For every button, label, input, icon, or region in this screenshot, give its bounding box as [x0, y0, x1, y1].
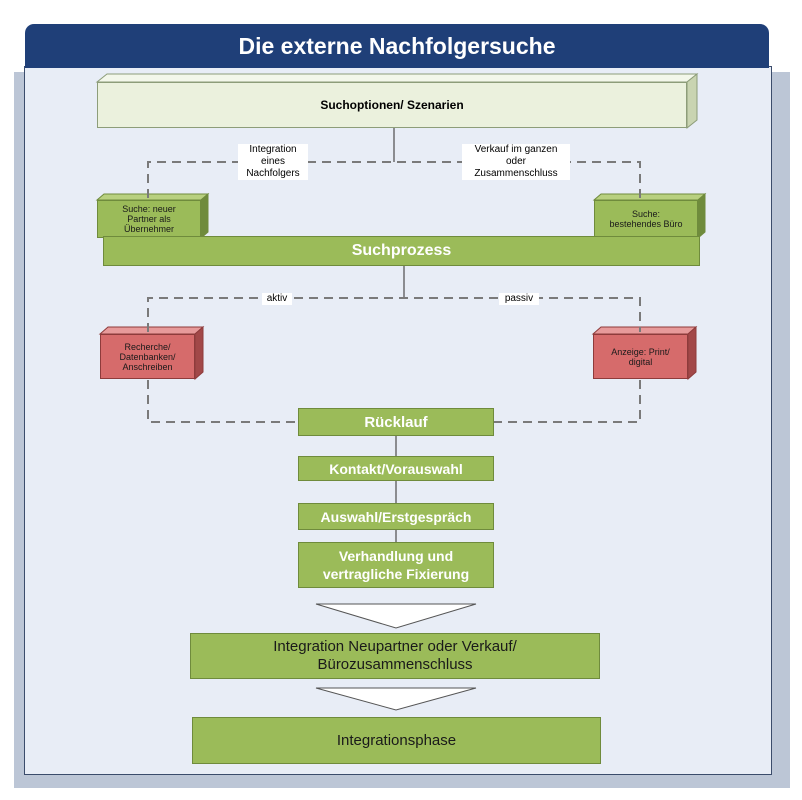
- search-process-bar: Suchprozess: [103, 236, 700, 266]
- small-box-right-3d: [592, 192, 707, 240]
- research-box: Recherche/ Datenbanken/ Anschreiben: [100, 334, 195, 379]
- options-box-3d: [95, 72, 699, 130]
- branch-right-label: Verkauf im ganzen oder Zusammenschluss: [462, 144, 570, 180]
- small-box-left-3d: [95, 192, 210, 240]
- solid-connectors: [393, 128, 405, 542]
- red-box-left-3d: [98, 325, 205, 381]
- dashed-connectors: [147, 161, 641, 423]
- search-new-partner-box: Suche: neuer Partner als Übernehmer: [97, 200, 201, 238]
- step-verhandlung: Verhandlung und vertragliche Fixierung: [298, 542, 494, 588]
- step-ruecklauf: Rücklauf: [298, 408, 494, 436]
- active-label: aktiv: [262, 293, 292, 305]
- search-existing-office-box: Suche: bestehendes Büro: [594, 200, 698, 238]
- options-box: Suchoptionen/ Szenarien: [97, 82, 687, 128]
- integration-phase-box: Integrationsphase: [192, 717, 601, 764]
- arrow-down-1: [315, 603, 477, 629]
- arrow-down-2: [315, 687, 477, 711]
- diagram-title: Die externe Nachfolgersuche: [25, 24, 769, 68]
- branch-left-label: Integration eines Nachfolgers: [238, 144, 308, 180]
- integration-new-partner-box: Integration Neupartner oder Verkauf/ Bür…: [190, 633, 600, 679]
- step-auswahl: Auswahl/Erstgespräch: [298, 503, 494, 530]
- ad-box: Anzeige: Print/ digital: [593, 334, 688, 379]
- passive-label: passiv: [499, 293, 539, 305]
- step-kontakt: Kontakt/Vorauswahl: [298, 456, 494, 481]
